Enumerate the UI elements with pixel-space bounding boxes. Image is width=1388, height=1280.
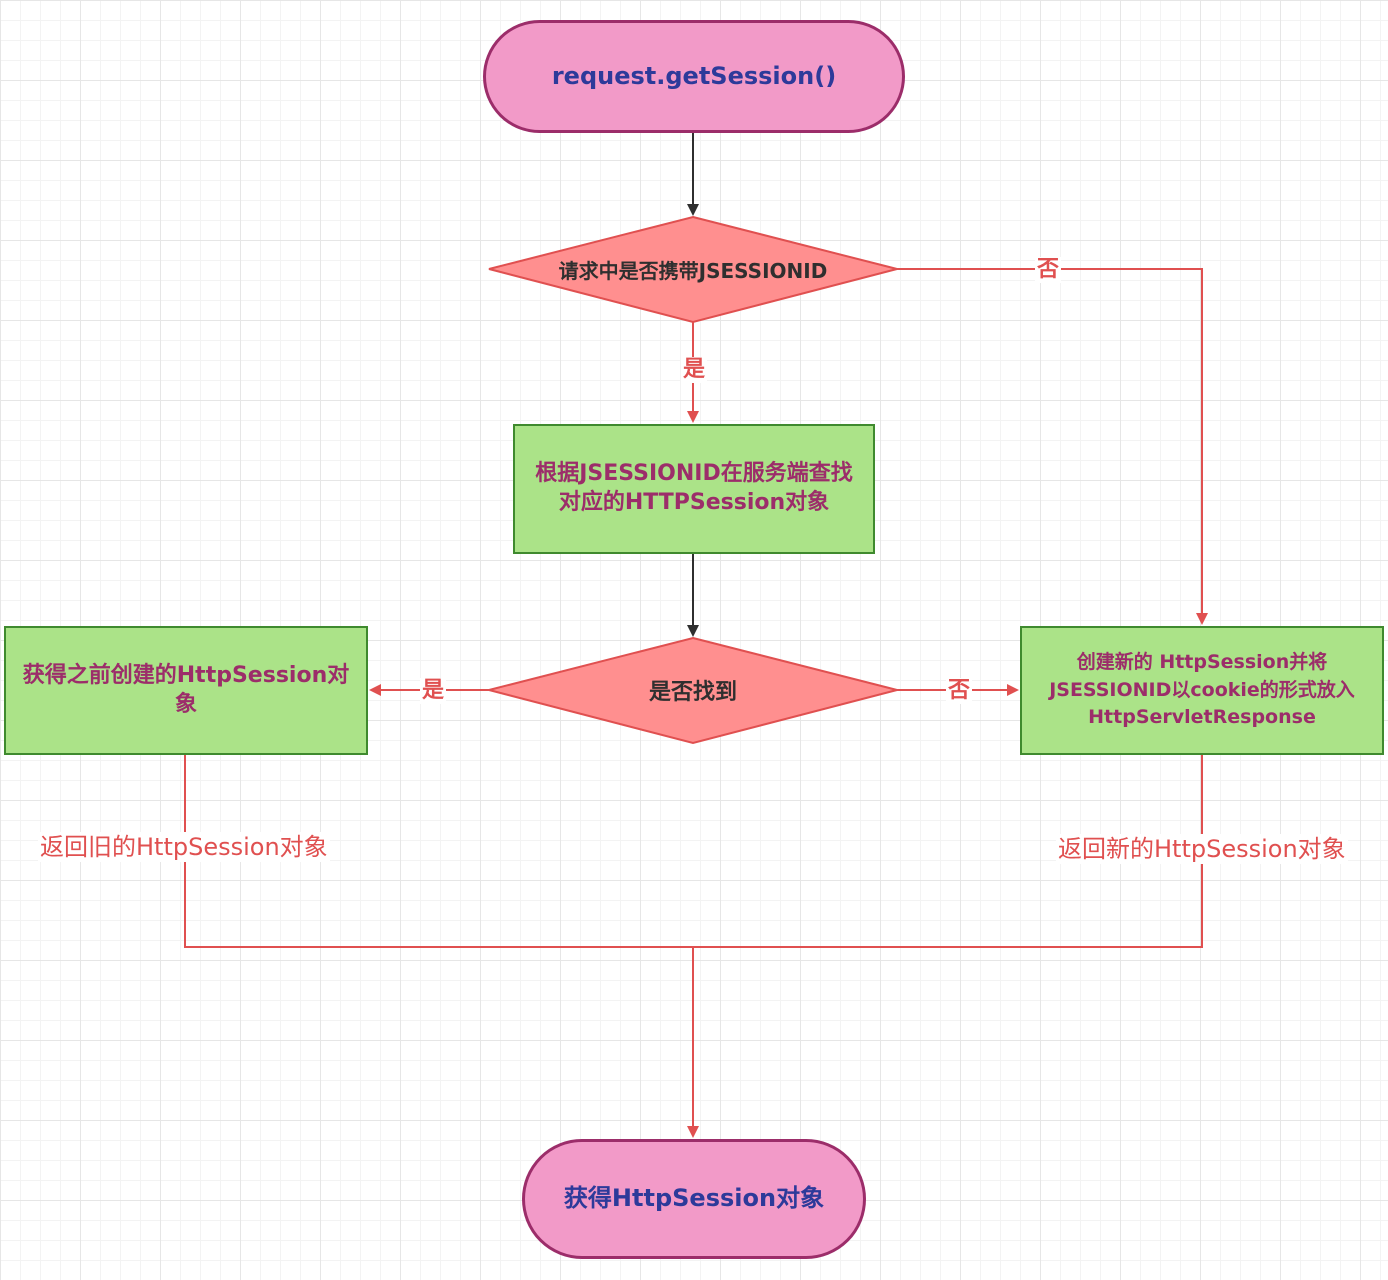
create-new-node-label: 创建新的 HttpSession并将JSESSIONID以cookie的形式放入… [1049, 651, 1355, 729]
decision-has-id-label: 请求中是否携带JSESSIONID [558, 258, 828, 283]
get-previous-node: 获得之前创建的HttpSession对象 [4, 626, 368, 755]
get-previous-node-label: 获得之前创建的HttpSession对象 [22, 662, 350, 717]
start-node: request.getSession() [483, 20, 905, 133]
end-node: 获得HttpSession对象 [522, 1139, 866, 1259]
end-node-label: 获得HttpSession对象 [563, 1184, 825, 1213]
edge-label-return-old: 返回旧的HttpSession对象 [38, 832, 330, 862]
edge-return-old [184, 755, 693, 948]
create-new-node: 创建新的 HttpSession并将JSESSIONID以cookie的形式放入… [1020, 626, 1384, 755]
start-node-label: request.getSession() [551, 61, 837, 90]
decision-found-label: 是否找到 [648, 680, 737, 705]
edge-label-found-no: 否 [946, 678, 973, 704]
edge-return-new [693, 755, 1203, 948]
edge-label-return-new: 返回新的HttpSession对象 [1056, 834, 1348, 864]
edge-label-has-id-no: 否 [1035, 257, 1062, 283]
lookup-node-label: 根据JSESSIONID在服务端查找对应的HTTPSession对象 [535, 461, 853, 515]
edge-label-found-yes: 是 [420, 678, 447, 704]
edge-label-has-id-yes: 是 [681, 357, 708, 383]
edge-has-id-no [897, 268, 1208, 625]
lookup-node: 根据JSESSIONID在服务端查找对应的HTTPSession对象 [513, 424, 875, 554]
decision-found-shape [488, 636, 898, 745]
